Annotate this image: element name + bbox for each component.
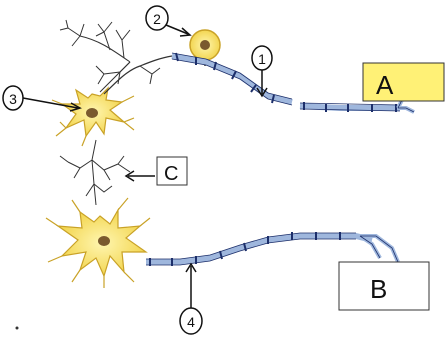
callout-2: 2: [146, 6, 190, 36]
box-a-label: A: [376, 70, 394, 100]
callout-4: 4: [180, 264, 202, 334]
upper-nucleus: [86, 108, 98, 118]
callout-4-label: 4: [187, 314, 195, 330]
upper-axon-hillock: [104, 56, 172, 94]
box-c-label: C: [164, 163, 178, 185]
lower-cell-body: [46, 198, 150, 288]
box-a: A: [363, 63, 444, 101]
callout-1-label: 1: [258, 51, 266, 67]
box-b: B: [339, 262, 429, 310]
stray-dot: [16, 327, 19, 330]
box-b-label: B: [370, 274, 387, 304]
lower-myelinated-axon: [146, 232, 398, 266]
unipolar-nucleus: [200, 40, 210, 50]
lower-nucleus: [98, 236, 110, 246]
callout-2-label: 2: [153, 11, 161, 27]
upper-dendrite-tree: [60, 20, 160, 92]
callout-3-label: 3: [9, 91, 17, 107]
box-c: C: [126, 157, 187, 185]
lower-dendrite-tree: [60, 140, 130, 205]
upper-cell-body: [52, 88, 134, 146]
